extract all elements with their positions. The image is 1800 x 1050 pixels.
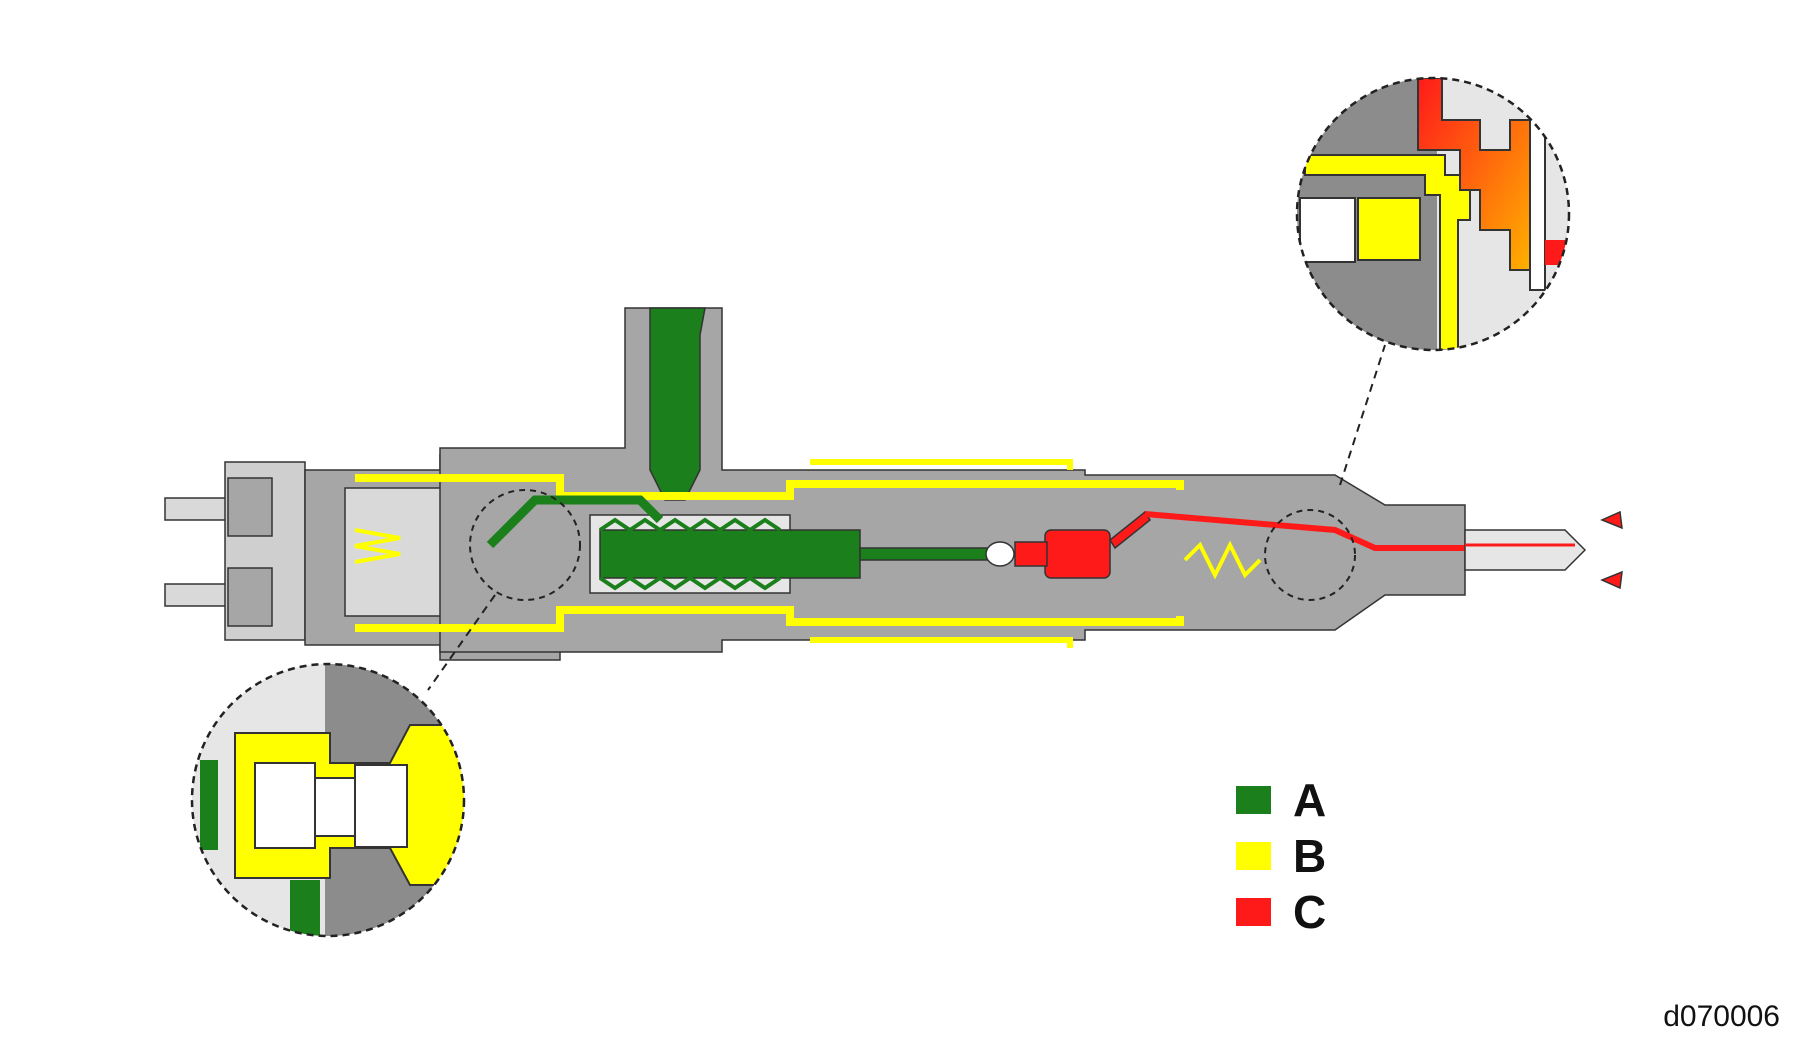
plunger-green bbox=[599, 529, 861, 579]
legend-label-c: C bbox=[1293, 886, 1327, 938]
piston-red bbox=[1044, 529, 1111, 579]
legend-swatch-a bbox=[1236, 786, 1271, 814]
inlet-channel bbox=[649, 307, 706, 501]
control-channel bbox=[486, 495, 664, 549]
spray-bottom bbox=[1600, 570, 1623, 590]
focus-circle-left bbox=[469, 489, 581, 601]
connector-pin-bottom bbox=[164, 583, 228, 607]
legend-item-a: A bbox=[1236, 772, 1326, 828]
leader-line-right bbox=[1339, 344, 1386, 486]
detail-magnifier-left bbox=[190, 662, 466, 938]
legend-label-b: B bbox=[1293, 830, 1327, 882]
figure-id: d070006 bbox=[1663, 1000, 1780, 1033]
return-line-upper bbox=[355, 474, 1184, 500]
connector-pin-top bbox=[164, 497, 228, 521]
high-pressure-line bbox=[1144, 511, 1470, 551]
spray-top bbox=[1600, 510, 1623, 530]
detail-magnifier-right bbox=[1295, 76, 1571, 352]
injector-body bbox=[164, 307, 1623, 661]
focus-circle-right bbox=[1264, 509, 1356, 601]
legend-label-a: A bbox=[1293, 774, 1327, 826]
legend-swatch-b bbox=[1236, 842, 1271, 870]
legend-item-c: C bbox=[1236, 884, 1326, 940]
return-line-lower bbox=[355, 606, 1184, 632]
leader-line-left bbox=[427, 594, 496, 691]
nozzle bbox=[1464, 529, 1587, 571]
legend-swatch-c bbox=[1236, 898, 1271, 926]
legend: A B C bbox=[1236, 772, 1326, 940]
legend-item-b: B bbox=[1236, 828, 1326, 884]
